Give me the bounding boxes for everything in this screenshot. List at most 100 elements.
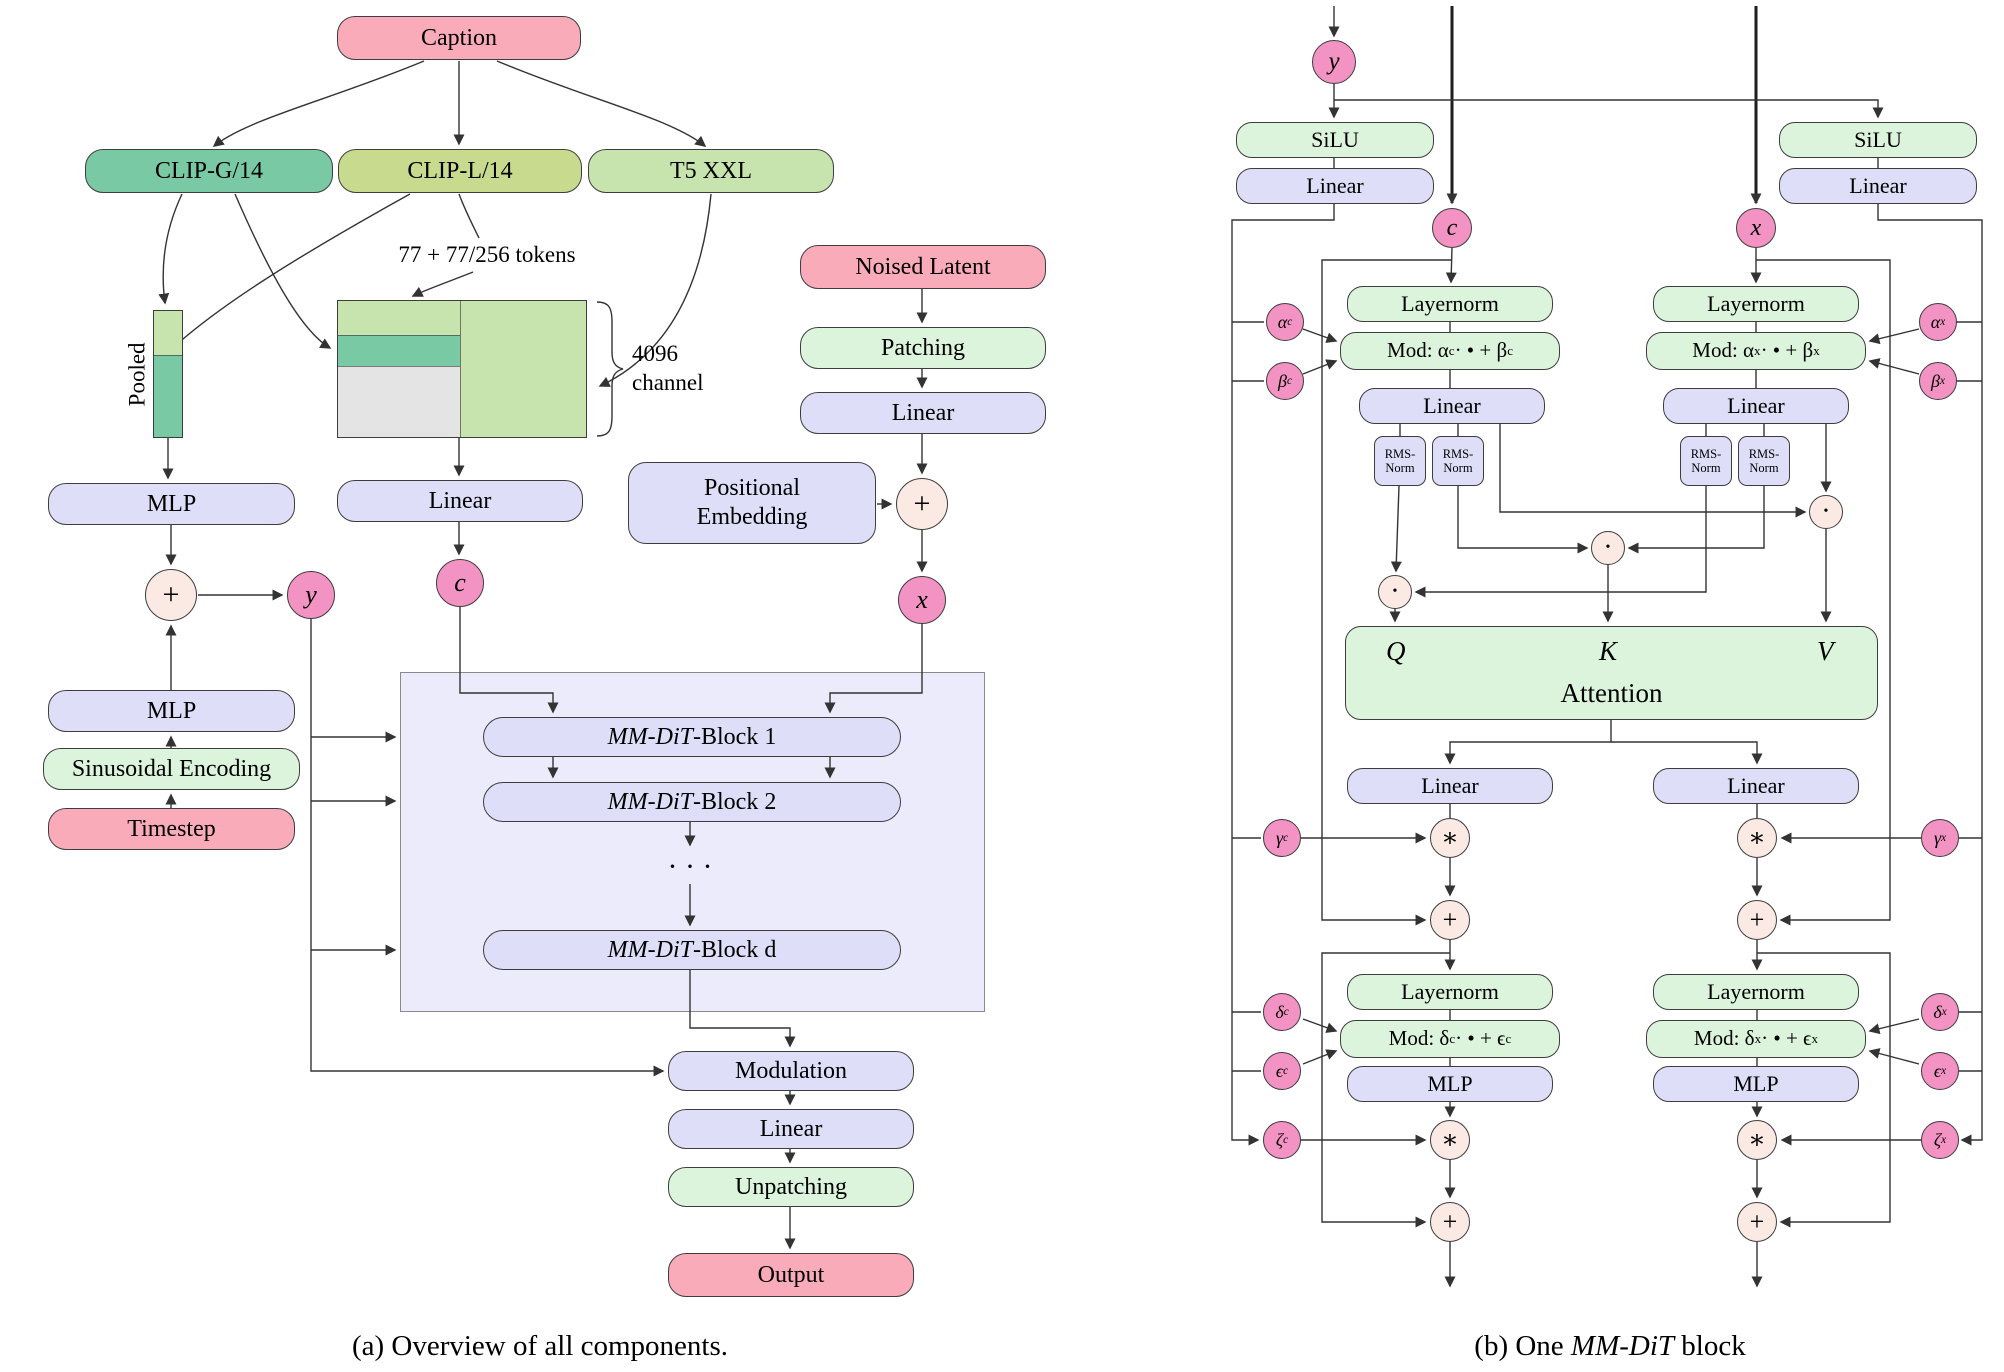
unpatching-box: Unpatching	[668, 1167, 914, 1207]
y-node: y	[287, 571, 335, 619]
alpha-glyph: α	[1277, 311, 1288, 332]
caption-box: Caption	[337, 16, 581, 60]
add-c1-node: +	[1430, 900, 1470, 940]
c-node-b: c	[1432, 208, 1472, 248]
silu-left-box: SiLU	[1236, 122, 1434, 158]
rms-line1: RMS-	[1748, 447, 1780, 461]
attention-box: Q K V Attention	[1345, 626, 1878, 720]
layernorm-x2-box: Layernorm	[1653, 974, 1859, 1010]
x-node-b: x	[1736, 208, 1776, 248]
mmdit-italic: MM-DiT	[607, 723, 693, 750]
caption-prefix: (b) One	[1474, 1330, 1571, 1362]
rms-norm-box-c-k: RMS-Norm	[1432, 436, 1484, 486]
channel-label: 4096 channel	[632, 340, 704, 398]
token-grid-t5-region	[460, 301, 586, 437]
stack-ellipsis: · · ·	[667, 850, 713, 883]
token-grid	[337, 300, 587, 438]
block-d-suffix: -Block d	[693, 936, 777, 963]
c-node: c	[436, 559, 484, 607]
rms-norm-box-x-q: RMS-Norm	[1680, 436, 1732, 486]
token-grid-zero-pad	[338, 366, 461, 437]
mod-text: · • + ϵ	[1455, 1026, 1506, 1051]
beta-glyph: β	[1931, 370, 1940, 391]
sinusoidal-encoding-box: Sinusoidal Encoding	[43, 748, 300, 790]
gamma-glyph: γ	[1933, 827, 1942, 848]
concat-k-node: •	[1591, 531, 1625, 565]
tokens-count-label: 77 + 77/256 tokens	[398, 242, 576, 267]
panel-a-caption: (a) Overview of all components.	[351, 1330, 729, 1362]
rms-line1: RMS-	[1442, 447, 1474, 461]
gamma-glyph: γ	[1275, 827, 1284, 848]
add-x2-node: +	[1737, 1202, 1777, 1242]
scale-c1-node: ∗	[1430, 818, 1470, 858]
pooled-column	[153, 310, 183, 438]
rms-norm-box-x-k: RMS-Norm	[1738, 436, 1790, 486]
y-node-b: y	[1312, 40, 1356, 84]
mod-text: Mod: α	[1387, 338, 1449, 363]
channel-label-line1: 4096	[632, 341, 678, 366]
mlp-c-box: MLP	[1347, 1066, 1553, 1102]
layernorm-c1-box: Layernorm	[1347, 286, 1553, 322]
pooled-label: Pooled	[124, 342, 150, 407]
linear-c2-box: Linear	[1347, 768, 1553, 804]
mmdit-italic: MM-DiT	[607, 936, 693, 963]
epsilon-glyph: ϵ	[1933, 1060, 1942, 1081]
add-c2-node: +	[1430, 1202, 1470, 1242]
block-2-suffix: -Block 2	[693, 788, 777, 815]
zeta-glyph: ζ	[1933, 1129, 1942, 1150]
linear-x2-box: Linear	[1653, 768, 1859, 804]
rms-line2: Norm	[1385, 461, 1415, 475]
v-label: V	[1817, 636, 1834, 666]
mod-text: Mod: δ	[1388, 1026, 1450, 1051]
rms-line2: Norm	[1443, 461, 1473, 475]
pooled-bottom-segment	[154, 355, 182, 437]
layernorm-c2-box: Layernorm	[1347, 974, 1553, 1010]
rms-line2: Norm	[1749, 461, 1779, 475]
mmdit-block-d: MM-DiT-Block d	[483, 930, 901, 970]
silu-right-box: SiLU	[1779, 122, 1977, 158]
concat-q-node: •	[1378, 575, 1412, 609]
caption-suffix: block	[1674, 1330, 1746, 1362]
x-node: x	[898, 576, 946, 624]
patching-box: Patching	[800, 327, 1046, 369]
linear-after-patching-box: Linear	[800, 392, 1046, 434]
linear-output-box: Linear	[668, 1109, 914, 1149]
mlp-x-box: MLP	[1653, 1066, 1859, 1102]
positional-embedding-label: Positional Embedding	[696, 475, 808, 530]
q-label: Q	[1386, 636, 1406, 666]
linear-c1-box: Linear	[1359, 388, 1545, 424]
caption-italic: MM-DiT	[1570, 1330, 1675, 1362]
k-label: K	[1599, 636, 1618, 666]
token-grid-top-strip	[338, 301, 461, 336]
modulation-box: Modulation	[668, 1051, 914, 1091]
attention-label: Attention	[1560, 678, 1663, 708]
zeta-glyph: ζ	[1275, 1129, 1284, 1150]
mmdit-block-2: MM-DiT-Block 2	[483, 782, 901, 822]
add-node-conditioning: +	[145, 569, 197, 621]
mlp-timestep-box: MLP	[48, 690, 295, 732]
delta-glyph: δ	[1933, 1001, 1942, 1022]
mod-text: · • + β	[1760, 338, 1814, 363]
delta-glyph: δ	[1275, 1001, 1284, 1022]
mod-text: Mod: α	[1692, 338, 1755, 363]
linear-y-left-box: Linear	[1236, 168, 1434, 204]
output-box: Output	[668, 1253, 914, 1297]
rms-line1: RMS-	[1690, 447, 1722, 461]
scale-x1-node: ∗	[1737, 818, 1777, 858]
mmdit-italic: MM-DiT	[607, 788, 693, 815]
scale-c2-node: ∗	[1430, 1120, 1470, 1160]
